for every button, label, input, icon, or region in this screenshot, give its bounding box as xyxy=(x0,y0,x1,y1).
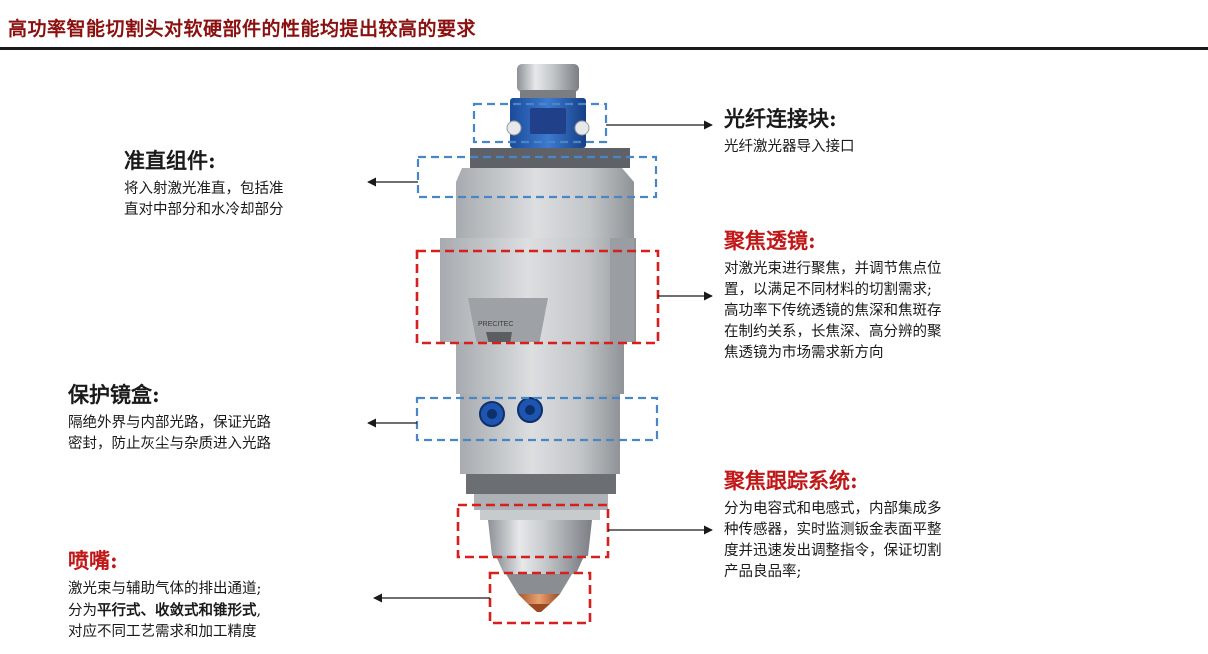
svg-text:PRECITEC: PRECITEC xyxy=(478,321,513,328)
desc-line: 光纤激光器导入接口 xyxy=(724,139,855,155)
cutting-head-device: PRECITEC xyxy=(440,64,636,612)
desc-line: 将入射激光准直，包括准 xyxy=(124,181,284,197)
box-protection-window xyxy=(415,396,659,442)
desc-line: 激光束与辅助气体的排出通道; xyxy=(68,581,262,597)
desc-line: 对激光束进行聚焦，并调节焦点位 xyxy=(724,261,942,277)
heading-protection-window: 保护镜盒: xyxy=(68,382,160,407)
desc-line: 在制约关系，长焦深、高分辨的聚 xyxy=(724,324,942,340)
heading-fiber-connector: 光纤连接块: xyxy=(724,106,837,131)
callout-nozzle: 喷嘴: 激光束与辅助气体的排出通道; 分为平行式、收敛式和锥形式, 对应不同工艺… xyxy=(68,545,261,643)
desc-text: 分为 xyxy=(68,603,97,619)
box-collimator xyxy=(416,155,658,199)
desc-line: 对应不同工艺需求和加工精度 xyxy=(68,624,257,640)
desc-line: 种传感器，实时监测钣金表面平整 xyxy=(724,522,942,538)
callout-fiber-connector: 光纤连接块: 光纤激光器导入接口 xyxy=(724,103,855,158)
page-title: 高功率智能切割头对软硬部件的性能均提出较高的要求 xyxy=(8,18,477,40)
box-tracking-system xyxy=(456,503,610,559)
desc-line: 产品良品率; xyxy=(724,564,802,580)
desc-line: 分为电容式和电感式，内部集成多 xyxy=(724,501,942,517)
heading-focus-lens: 聚焦透镜: xyxy=(724,228,816,253)
desc-line: 密封，防止灰尘与杂质进入光路 xyxy=(68,436,271,452)
callout-focus-lens: 聚焦透镜: 对激光束进行聚焦，并调节焦点位 置，以满足不同材料的切割需求; 高功… xyxy=(724,225,942,364)
desc-line: 分为平行式、收敛式和锥形式, xyxy=(68,600,261,622)
callout-protection-window: 保护镜盒: 隔绝外界与内部光路，保证光路 密封，防止灰尘与杂质进入光路 xyxy=(68,379,271,455)
title-rule xyxy=(0,47,1208,50)
desc-line: 隔绝外界与内部光路，保证光路 xyxy=(68,415,271,431)
desc-line: 度并迅速发出调整指令，保证切割 xyxy=(724,543,942,559)
desc-line: 置，以满足不同材料的切割需求; xyxy=(724,282,932,298)
desc-line: 焦透镜为市场需求新方向 xyxy=(724,345,884,361)
desc-line: 直对中部分和水冷却部分 xyxy=(124,202,284,218)
box-fiber-connector xyxy=(472,102,608,144)
desc-line: 高功率下传统透镜的焦深和焦斑存 xyxy=(724,303,942,319)
callout-tracking-system: 聚焦跟踪系统: 分为电容式和电感式，内部集成多 种传感器，实时监测钣金表面平整 … xyxy=(724,465,942,583)
heading-tracking-system: 聚焦跟踪系统: xyxy=(724,468,858,493)
heading-collimator: 准直组件: xyxy=(124,148,216,173)
box-focus-lens xyxy=(415,249,660,345)
heading-nozzle: 喷嘴: xyxy=(68,548,118,573)
callout-collimator: 准直组件: 将入射激光准直，包括准 直对中部分和水冷却部分 xyxy=(124,145,284,221)
nozzle-types: 平行式、收敛式和锥形式 xyxy=(97,602,257,619)
desc-text: , xyxy=(256,603,262,619)
